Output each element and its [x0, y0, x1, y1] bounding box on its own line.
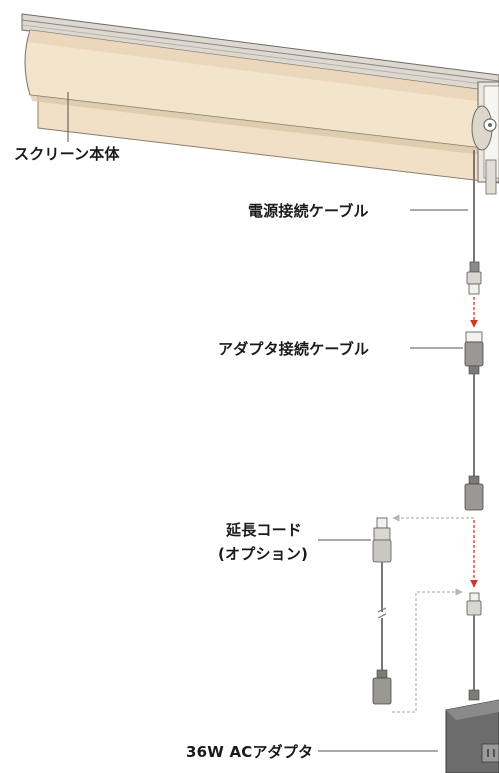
label-extension-optional: (オプション)	[218, 545, 309, 563]
optional-route-arrow-b	[392, 588, 463, 713]
label-extension-cord: 延長コード	[226, 521, 303, 539]
power-connection-cable	[466, 150, 482, 295]
screen-body	[21, 13, 499, 195]
label-screen-body: スクリーン本体	[14, 145, 120, 163]
label-adapter-cable: アダプタ接続ケーブル	[218, 340, 370, 358]
label-ac-adapter: 36W ACアダプタ	[186, 743, 314, 761]
label-power-cable: 電源接続ケーブル	[248, 202, 369, 220]
screen-top-rail	[21, 13, 499, 93]
ac-adapter	[445, 592, 499, 773]
end-bracket	[471, 81, 499, 195]
adapter-connection-cable	[464, 331, 484, 511]
extension-cord	[372, 517, 392, 705]
